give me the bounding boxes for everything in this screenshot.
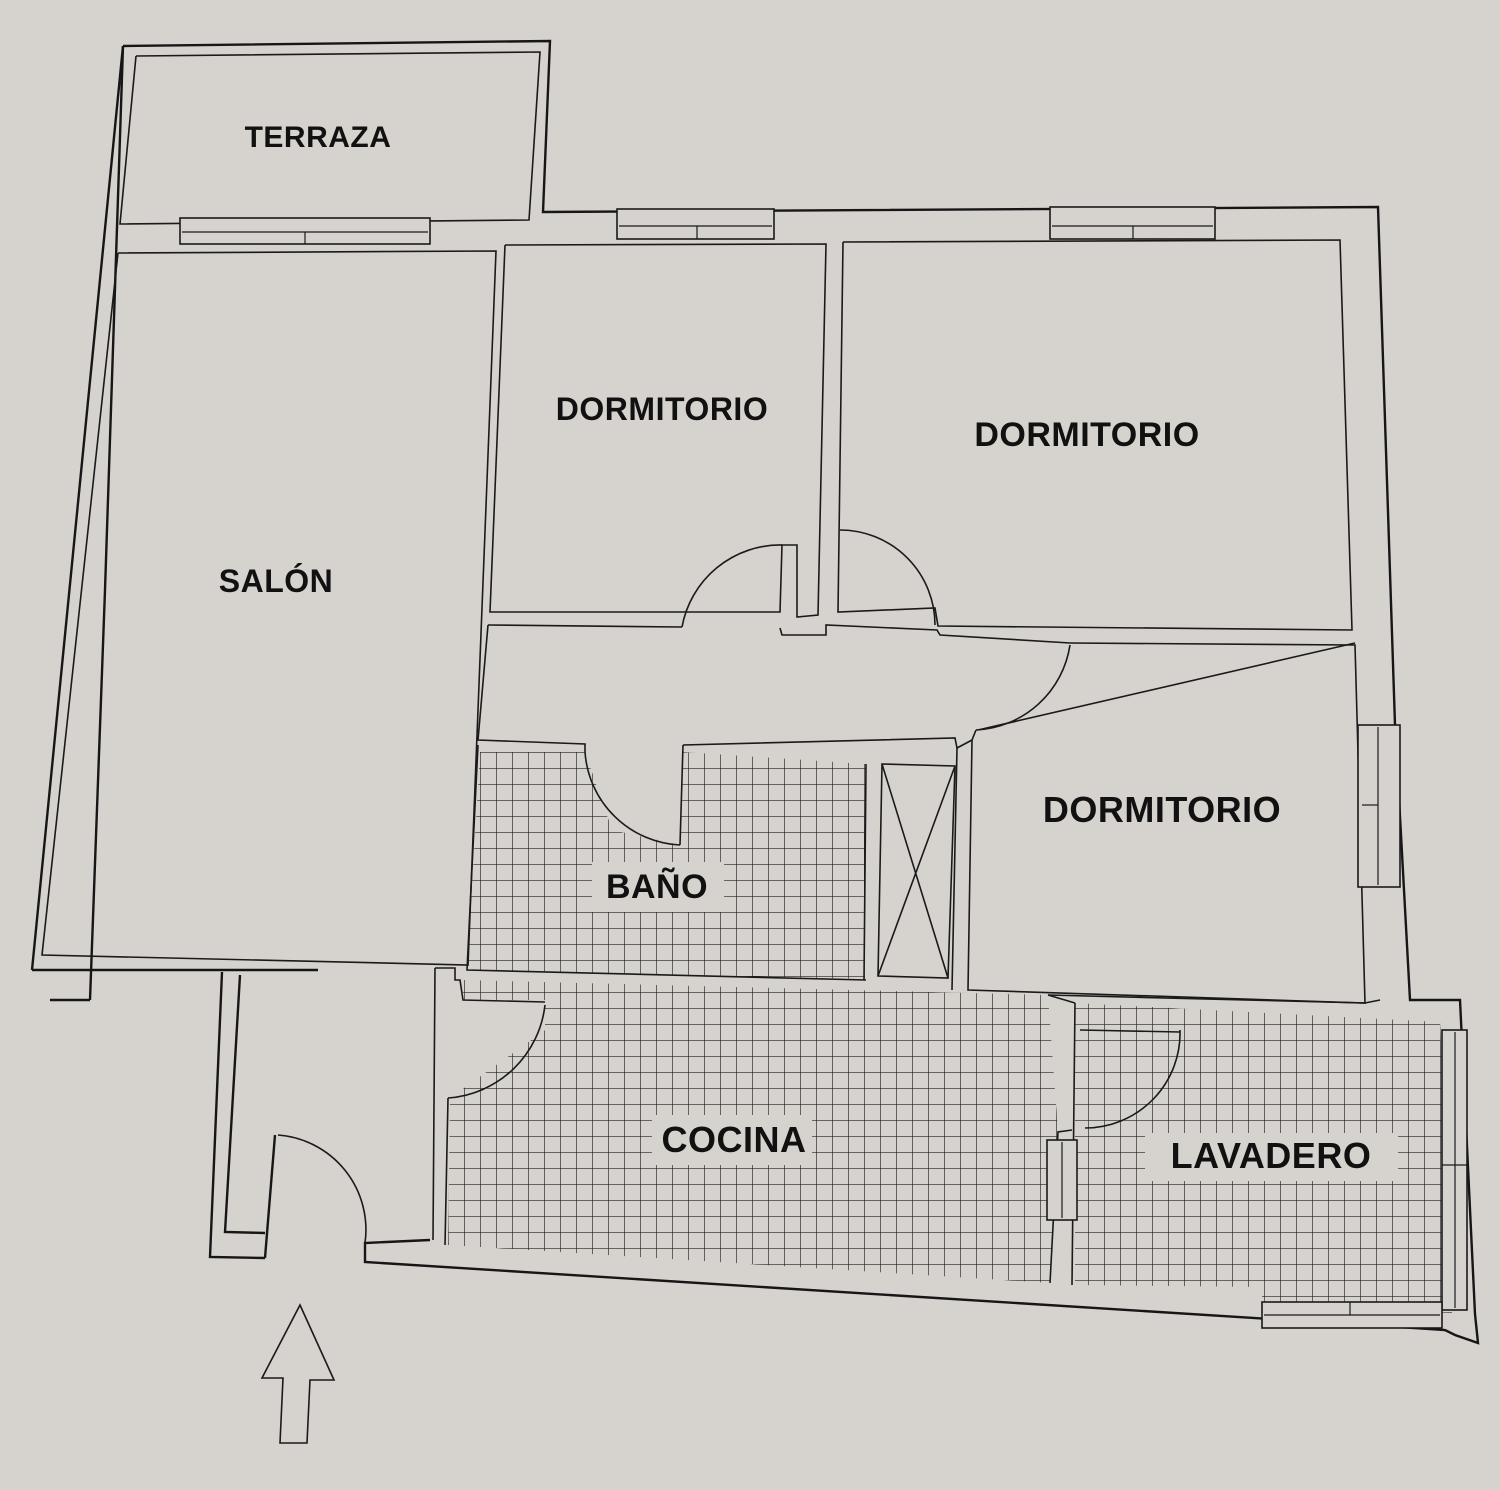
door-dormitorio-1 — [681, 544, 783, 628]
window-lavadero-side — [1441, 1029, 1468, 1311]
label-lavadero: LAVADERO — [1171, 1135, 1372, 1176]
label-salon: SALÓN — [219, 563, 334, 599]
door-lavadero — [1084, 1029, 1181, 1129]
dormitorio-1-room — [489, 243, 827, 618]
salon-room — [41, 250, 497, 966]
label-bano: BAÑO — [606, 868, 708, 906]
bano-room — [466, 744, 867, 981]
label-cocina: COCINA — [662, 1119, 807, 1160]
door-cocina — [447, 1004, 546, 1099]
windows — [179, 206, 1468, 1329]
dormitorio-2-room — [837, 239, 1353, 631]
door-bano — [584, 751, 681, 846]
label-dormitorio-1: DORMITORIO — [556, 391, 768, 427]
window-lavadero-bottom — [1261, 1301, 1443, 1329]
label-terraza: TERRAZA — [245, 121, 392, 154]
window-dormitorio-1 — [616, 208, 775, 240]
door-dormitorio-2 — [839, 529, 936, 626]
terraza-room — [119, 51, 541, 225]
window-dormitorio-2 — [1049, 206, 1216, 240]
window-dormitorio-3 — [1357, 724, 1401, 888]
window-terraza — [179, 217, 431, 245]
corridor — [477, 624, 1356, 752]
arrow-up-icon — [260, 1303, 336, 1444]
label-dormitorio-2: DORMITORIO — [974, 416, 1199, 454]
door-swings — [277, 529, 1181, 1244]
door-entrance — [277, 1134, 367, 1244]
partition-walls — [432, 747, 1381, 1286]
label-dormitorio-3: DORMITORIO — [1043, 789, 1281, 830]
shaft — [877, 763, 956, 979]
window-cocina-small — [1046, 1139, 1078, 1221]
door-dormitorio-3 — [975, 644, 1071, 731]
tiled-floors — [448, 752, 1452, 1313]
